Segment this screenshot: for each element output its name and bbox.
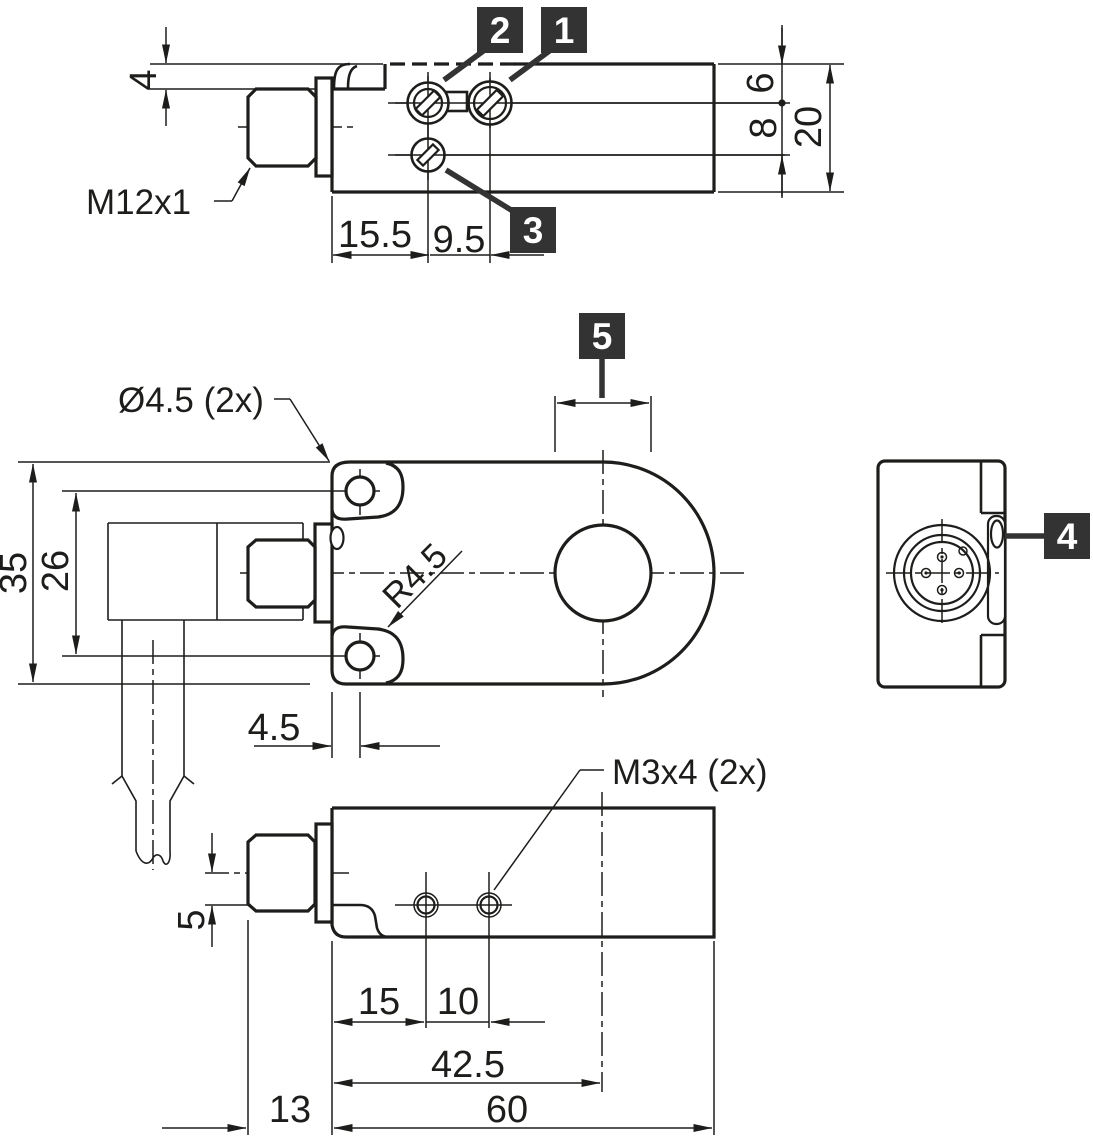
callout-3-badge: 3 [510,207,556,253]
callout-5-badge: 5 [579,313,625,359]
dim-4-5-label: 4.5 [248,707,301,749]
corner-radius-label: R4.5 [375,536,455,616]
bottom-view: M3x4 (2x) 5 15 10 42.5 60 13 [162,753,768,1135]
callout-3-number: 3 [523,210,544,251]
mounting-hole-top [344,475,376,507]
dim-35-label: 35 [0,552,35,594]
ring-opening [553,523,653,623]
callout-4-badge: 4 [1044,513,1090,559]
callout-4-number: 4 [1057,516,1078,557]
mating-connector-phantom [107,522,304,870]
dim-8-label: 8 [743,117,785,138]
top-view: 2 1 3 M12x1 4 6 8 20 15.5 9.5 [86,7,844,263]
dim-15-5-label: 15.5 [338,214,412,256]
dim-4-label: 4 [123,69,165,90]
front-view: 5 Ø4.5 (2x) R4.5 35 26 4.5 [0,313,745,870]
dim-26-label: 26 [35,550,77,592]
callout-2-number: 2 [490,10,511,51]
dim-60-label: 60 [486,1089,528,1131]
dim-6-label: 6 [740,72,782,93]
dim-13-label: 13 [269,1089,311,1131]
callout-1-badge: 1 [541,7,587,53]
m12-connector-face [886,519,999,628]
mounting-holes-label: Ø4.5 (2x) [118,381,264,420]
dim-15-label: 15 [358,981,400,1023]
callout-2-badge: 2 [477,7,523,53]
set-screws-label: M3x4 (2x) [612,753,768,792]
callout-1-number: 1 [554,10,575,51]
dim-5-label: 5 [171,909,213,930]
dim-20-label: 20 [788,106,830,148]
set-screw-holes [413,892,502,918]
dim-42-5-label: 42.5 [431,1044,505,1086]
side-view: 4 [876,459,1090,689]
led-indicator-front [329,525,345,551]
dim-10-label: 10 [437,981,479,1023]
led-indicator-side [989,519,1005,549]
mounting-hole-bottom [344,640,376,672]
dim-9-5-label: 9.5 [433,219,486,261]
thread-size-label: M12x1 [86,183,191,222]
callout-5-number: 5 [592,316,613,357]
